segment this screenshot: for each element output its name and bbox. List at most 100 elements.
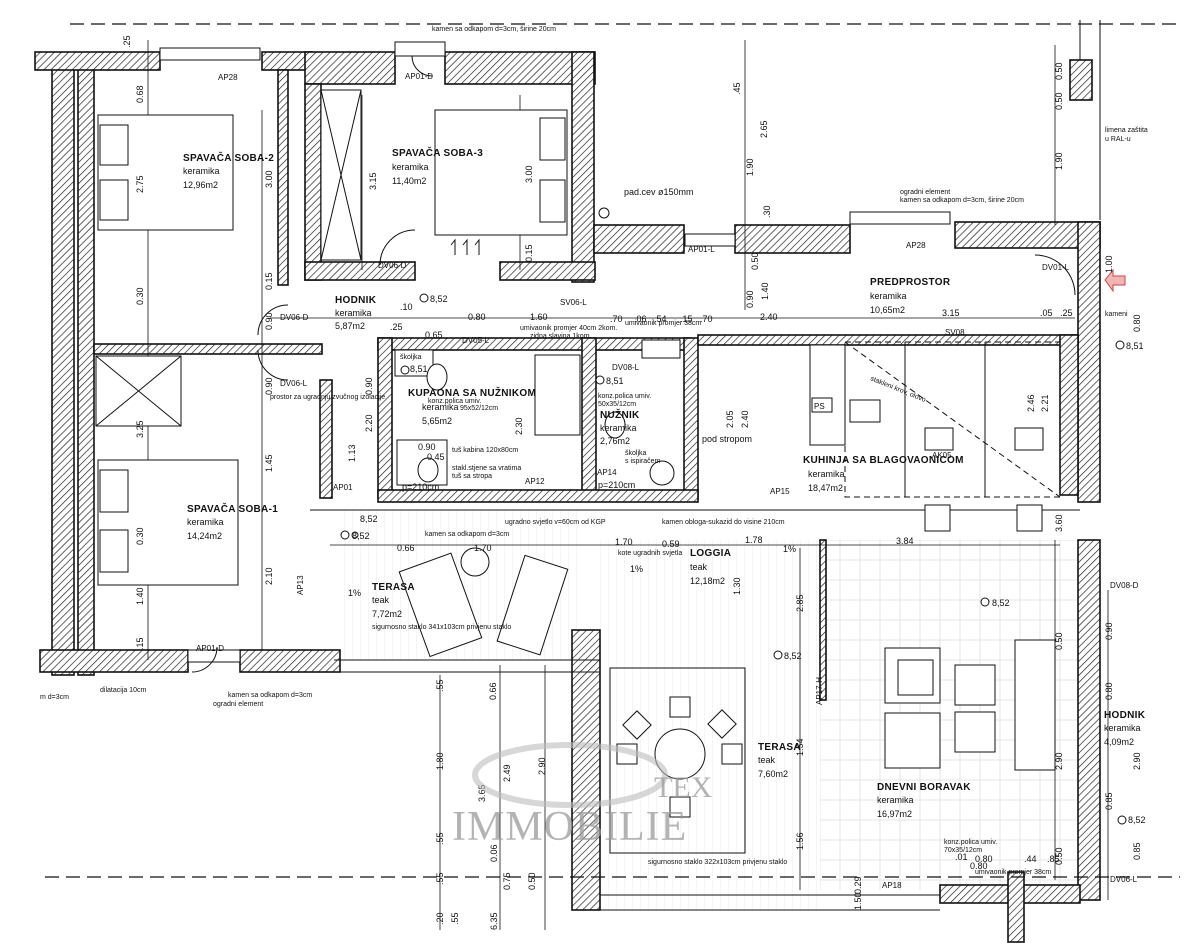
note-skoljka: školjka [400, 354, 422, 361]
watermark-line2: IMMOBILIE [452, 804, 687, 850]
dim-pct3: 1% [783, 544, 796, 554]
dim-290: 2.90 [1054, 752, 1064, 770]
kitchen-ps-box [811, 397, 833, 413]
level-l2: 8,51 [1126, 341, 1144, 351]
note-sill-left: kamen sa odkapom d=3cm [228, 692, 312, 699]
dim-080b: 0.80 [1132, 314, 1142, 332]
dim-065: 0.65 [425, 330, 443, 340]
dim-050f: 0.50 [527, 872, 537, 890]
dim-059: 0.59 [662, 539, 680, 549]
note-railing-left: ogradni element [213, 701, 263, 708]
room-area-nuznik: 2,76m2 [600, 436, 630, 446]
dim-055c: .55 [450, 912, 460, 925]
wall-bath-bottom [377, 489, 699, 503]
dim-180: 1.80 [435, 752, 445, 770]
room-name-spavaca1: SPAVAČA SOBA-1 [187, 502, 278, 515]
note-top-stone: kamen sa odkapom d=3cm, širine 20cm [432, 26, 556, 33]
wall-top-left [34, 51, 161, 71]
dim-145: 1.45 [264, 454, 274, 472]
note-prostor: prostor za ugradnju zvučnog izolacije [270, 394, 385, 401]
room-area-dnevni: 16,97m2 [877, 809, 912, 819]
kitchen-chair-2 [924, 427, 954, 451]
room-name-kupaona: KUPAONA SA NUŽNIKOM [408, 386, 536, 399]
dim-054: .54 [654, 314, 667, 324]
room-area-hodnik2: 4,09m2 [1104, 737, 1134, 747]
dim-p210a: p=210cm [402, 482, 439, 492]
note-stone-right: kameni [1105, 311, 1128, 318]
wall-mid-left [93, 343, 323, 355]
room-material-loggia: teak [690, 562, 708, 572]
note-safety-glass2: sigurnosno staklo 322x103cm privjenu sta… [648, 859, 787, 866]
watermark-swoosh [472, 742, 668, 808]
code-ap18: AP18 [882, 881, 902, 890]
room-material-kuhinja: keramika [808, 469, 845, 479]
dim-080e: 0.80 [975, 854, 993, 864]
note-shelf1: konz.polica umiv. [428, 398, 481, 405]
note-shelf-br: konz.polica umiv. [944, 839, 997, 846]
wall-right-chimney [1069, 59, 1093, 101]
dim-085: 0.85 [1104, 792, 1114, 810]
dim-050e: 0.50 [1054, 847, 1064, 865]
dim-pct1: 1% [348, 588, 361, 598]
dim-220: 2.20 [364, 414, 374, 432]
code-ps: PS [814, 402, 825, 411]
wall-top-room3b [444, 51, 596, 85]
dim-156: 1.56 [795, 832, 805, 850]
dim-360: 3.60 [1054, 514, 1064, 532]
room-material-hodnik1: keramika [335, 308, 372, 318]
note-skoljka-nuznik: školjka [625, 450, 647, 457]
watermark: TEX IMMOBILIE [452, 742, 713, 850]
code-sv06l: SV06-L [560, 298, 587, 307]
room-name-predprostor: PREDPROSTOR [870, 277, 951, 288]
room-material-kupaona: keramika [422, 402, 459, 412]
dim-240: 2.40 [760, 312, 778, 322]
dim-030c: .30 [762, 205, 772, 218]
room-area-spavaca3: 11,40m2 [392, 176, 426, 186]
room-area-spavaca2: 12,96m2 [183, 180, 218, 190]
code-dv01l: DV01-L [1042, 263, 1070, 272]
dim-030b: 0.30 [135, 527, 145, 545]
dim-066: 0.66 [397, 543, 415, 553]
note-safety-glass: sigurnosno staklo 341x103cm privjenu sta… [372, 624, 511, 631]
dim-325: 3.25 [135, 420, 145, 438]
note-railing-stone: kamen sa odkapom d=3cm, širine 20cm [900, 197, 1024, 204]
level-l1: 8,52 [430, 294, 448, 304]
dim-154: 1.54 [795, 738, 805, 756]
wall-bath-right [683, 337, 699, 499]
note-sink1: umivaonik promjer 40cm 2kom. [520, 325, 617, 332]
dim-050: 0.50 [1054, 62, 1064, 80]
dim-030: 0.30 [135, 287, 145, 305]
dim-070: .70 [610, 314, 623, 324]
note-railing-top: ogradni element [900, 189, 950, 196]
armchair-1-seat [897, 659, 934, 696]
round-table [654, 728, 706, 780]
dimension-lines [147, 40, 1109, 930]
wall-north-c [954, 221, 1101, 249]
note-stone-sill: kamen sa odkapom d=3cm [425, 531, 509, 538]
note-ceiling-light: ugradno svjetlo v=60cm od KGP [505, 519, 606, 526]
code-ak05: AK05 [932, 451, 952, 460]
dim-050b: 0.50 [750, 252, 760, 270]
dim-025: .25 [122, 35, 132, 48]
toilet-nuznik [604, 411, 626, 439]
note-left-d3: m d=3cm [40, 694, 69, 701]
door-swing-entrance [1034, 254, 1076, 296]
room-name-hodnik1: HODNIK [335, 295, 377, 306]
note-skoljka2: s ispiračem [625, 458, 661, 465]
room-material-spavaca3: keramika [392, 162, 429, 172]
level-l5: 8,52 [992, 598, 1010, 608]
level-markers [340, 293, 1127, 825]
dim-300: 3.00 [264, 170, 274, 188]
dim-090: 0.90 [264, 312, 274, 330]
note-shelf-small2: 50x35/12cm [598, 401, 636, 408]
dim-100: 1.00 [1104, 255, 1114, 273]
element-codes: AP28 AP01-D DV06-D AP01-L AP28 DV01-L DV… [196, 72, 1139, 890]
dim-080d: 0.80 [970, 861, 988, 871]
pipe-icon [598, 207, 610, 219]
dim-140: 1.40 [135, 587, 145, 605]
room-name-terasa1: TERASA [372, 582, 415, 593]
chair-b [707, 709, 737, 739]
dim-150: 1.50 [853, 892, 863, 910]
wall-kitchen-top [697, 334, 1079, 346]
dim-015d: .15 [680, 314, 693, 324]
